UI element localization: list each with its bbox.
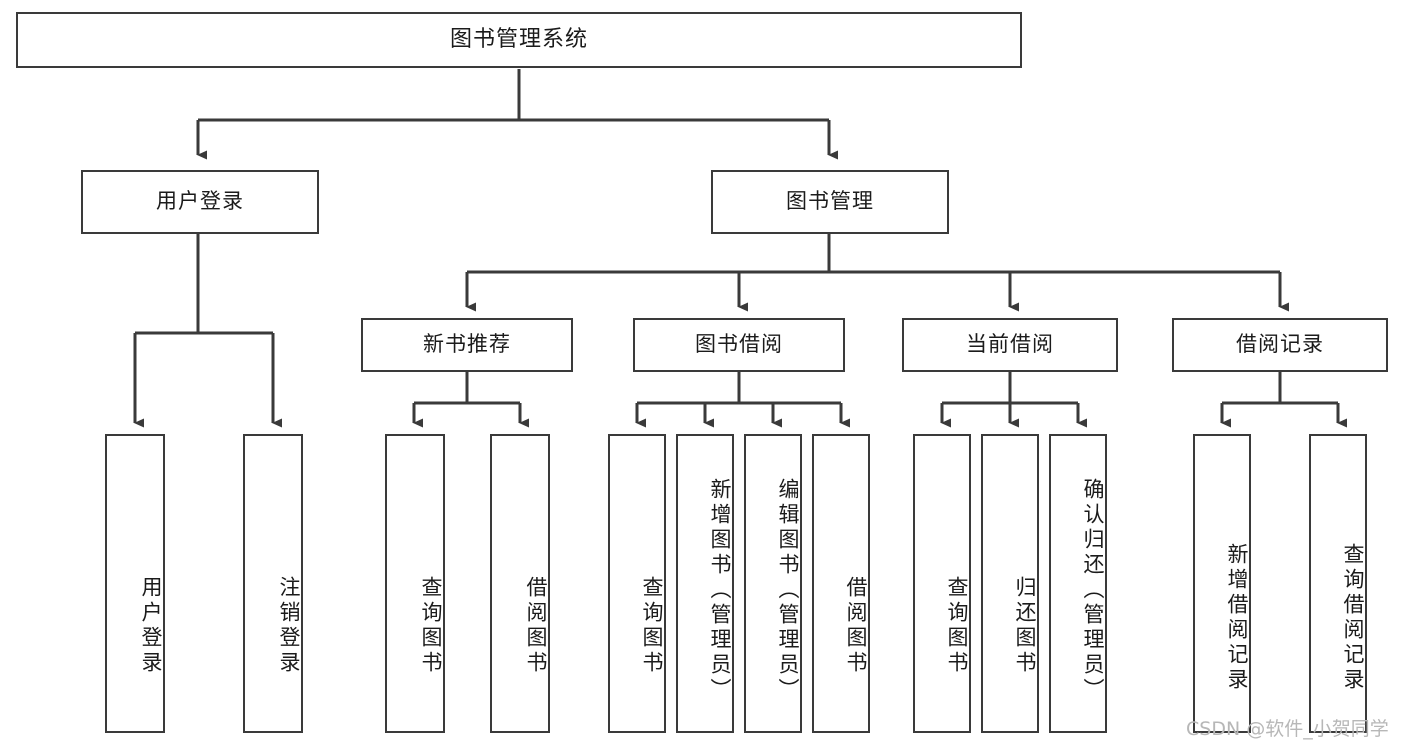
node-label: 新增借阅记录 <box>1225 542 1249 693</box>
node-book-manage[interactable]: 图书管理 <box>711 170 949 234</box>
node-leaf-add-record[interactable]: 新增借阅记录 <box>1193 434 1251 733</box>
node-leaf-edit-book[interactable]: 编辑图书（管理员） <box>744 434 802 733</box>
node-current-borrow[interactable]: 当前借阅 <box>902 318 1118 372</box>
node-label: 查询图书 <box>640 575 664 676</box>
node-leaf-borrow-book[interactable]: 借阅图书 <box>812 434 870 733</box>
node-label: 注销登录 <box>277 575 301 676</box>
node-leaf-return-book[interactable]: 归还图书 <box>981 434 1039 733</box>
node-label: 确认归还（管理员） <box>1081 478 1105 703</box>
node-leaf-add-book[interactable]: 新增图书（管理员） <box>676 434 734 733</box>
node-label: 借阅图书 <box>524 575 548 676</box>
node-leaf-query-book-cur[interactable]: 查询图书 <box>913 434 971 733</box>
node-label: 借阅图书 <box>844 575 868 676</box>
node-leaf-user-login[interactable]: 用户登录 <box>105 434 165 733</box>
node-label: 新增图书（管理员） <box>708 478 732 703</box>
node-leaf-logout[interactable]: 注销登录 <box>243 434 303 733</box>
node-borrow-record[interactable]: 借阅记录 <box>1172 318 1388 372</box>
node-label: 查询图书 <box>945 575 969 676</box>
node-leaf-query-book-borrow[interactable]: 查询图书 <box>608 434 666 733</box>
node-user-login[interactable]: 用户登录 <box>81 170 319 234</box>
node-label: 编辑图书（管理员） <box>776 478 800 703</box>
node-leaf-query-book-rec[interactable]: 查询图书 <box>385 434 445 733</box>
node-new-book-recommend[interactable]: 新书推荐 <box>361 318 573 372</box>
node-root-system[interactable]: 图书管理系统 <box>16 12 1022 68</box>
node-leaf-query-record[interactable]: 查询借阅记录 <box>1309 434 1367 733</box>
node-label: 归还图书 <box>1013 575 1037 676</box>
node-book-borrow[interactable]: 图书借阅 <box>633 318 845 372</box>
node-label: 查询借阅记录 <box>1341 542 1365 693</box>
node-label: 查询图书 <box>419 575 443 676</box>
node-leaf-confirm-return[interactable]: 确认归还（管理员） <box>1049 434 1107 733</box>
watermark-text: CSDN @软件_小贺同学 <box>1186 718 1389 740</box>
node-label: 用户登录 <box>139 575 163 676</box>
node-leaf-borrow-book-rec[interactable]: 借阅图书 <box>490 434 550 733</box>
